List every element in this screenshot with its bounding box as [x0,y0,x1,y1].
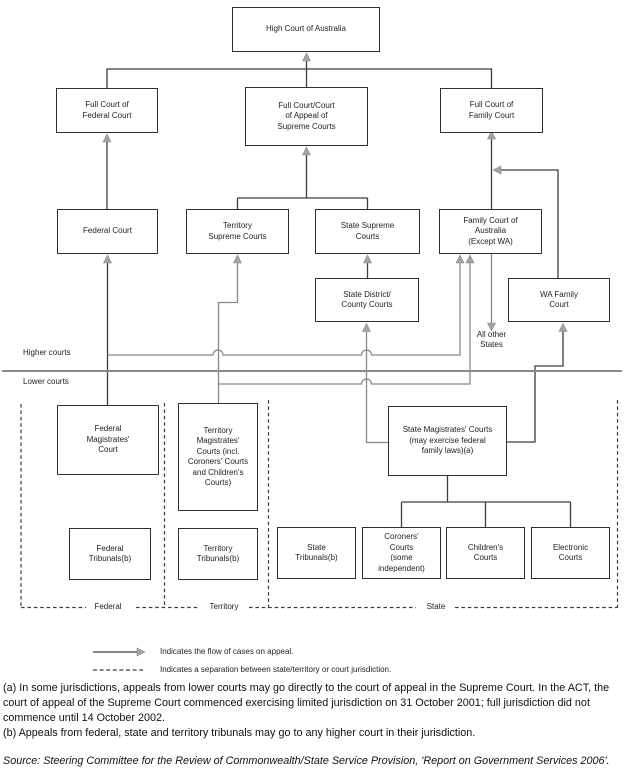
box-state-supreme-courts: State Supreme Courts [315,209,420,254]
source-line: Source: Steering Committee for the Revie… [3,755,610,767]
box-label: Territory Tribunals(b) [196,543,240,564]
box-high-court-of-australia: High Court of Australia [232,7,380,52]
jurisdiction-label-state: State [426,602,446,611]
box-label: Electronic Courts [552,542,589,563]
box-state-magistrates-courts: State Magistrates' Courts (may exercise … [388,406,507,476]
box-full-court-of-family-court: Full Court of Family Court [440,88,543,133]
legend-separation-label: Indicates a separation between state/ter… [160,665,392,674]
dark-lines [93,61,572,671]
box-federal-tribunals: Federal Tribunals(b) [69,528,151,580]
jurisdiction-label-federal: Federal [94,602,122,611]
box-label: Full Court of Federal Court [82,100,132,120]
box-coroners-courts: Coroners' Courts (some independent) [362,527,441,579]
box-full-court-court-of-appeal-of-supreme-courts: Full Court/Court of Appeal of Supreme Co… [245,87,368,146]
arrowheads [102,52,568,657]
box-label: Full Court of Family Court [468,100,515,120]
footnotes: (a) In some jurisdictions, appeals from … [3,681,621,769]
box-childrens-courts: Children's Courts [446,527,525,579]
box-full-court-of-federal-court: Full Court of Federal Court [56,88,158,133]
box-label: Family Court of Australia (Except WA) [463,215,518,246]
jurisdiction-dashed-lines [20,400,619,609]
higher-courts-label: Higher courts [23,348,71,357]
box-label: Full Court/Court of Appeal of Supreme Co… [277,100,336,131]
footnote-b: (b) Appeals from federal, state and terr… [3,727,476,739]
legend-flow-label: Indicates the flow of cases on appeal. [160,647,294,656]
box-label: WA Family Court [540,289,578,310]
box-family-court-of-australia: Family Court of Australia (Except WA) [439,209,542,254]
box-label: State Tribunals(b) [295,542,338,563]
box-label: Territory Magistrates' Courts (incl. Cor… [187,425,249,488]
box-label: Federal Magistrates' Court [86,424,130,455]
box-state-district-county-courts: State District/ County Courts [315,278,419,322]
box-territory-supreme-courts: Territory Supreme Courts [186,209,289,254]
box-territory-tribunals: Territory Tribunals(b) [178,528,258,580]
box-label: Federal Tribunals(b) [88,543,132,564]
box-label: Coroners' Courts (some independent) [378,532,425,573]
box-label: Federal Court [83,226,132,236]
box-label: State Supreme Courts [340,221,395,241]
box-wa-family-court: WA Family Court [508,278,610,322]
box-label: State District/ County Courts [341,289,393,310]
box-state-tribunals: State Tribunals(b) [277,527,356,579]
box-label: Children's Courts [467,542,504,563]
box-federal-magistrates-court: Federal Magistrates' Court [57,405,159,475]
box-label: High Court of Australia [265,24,347,34]
box-electronic-courts: Electronic Courts [531,527,610,579]
gray-lines [107,254,493,444]
box-federal-court: Federal Court [57,209,158,254]
box-territory-magistrates-courts: Territory Magistrates' Courts (incl. Cor… [178,403,258,511]
footnote-a: (a) In some jurisdictions, appeals from … [3,682,610,724]
box-label: Territory Supreme Courts [208,221,267,241]
lower-courts-label: Lower courts [23,377,69,386]
all-other-states-label: All other States [476,330,507,349]
jurisdiction-label-territory: Territory [209,602,239,611]
box-label: State Magistrates' Courts (may exercise … [402,425,493,456]
